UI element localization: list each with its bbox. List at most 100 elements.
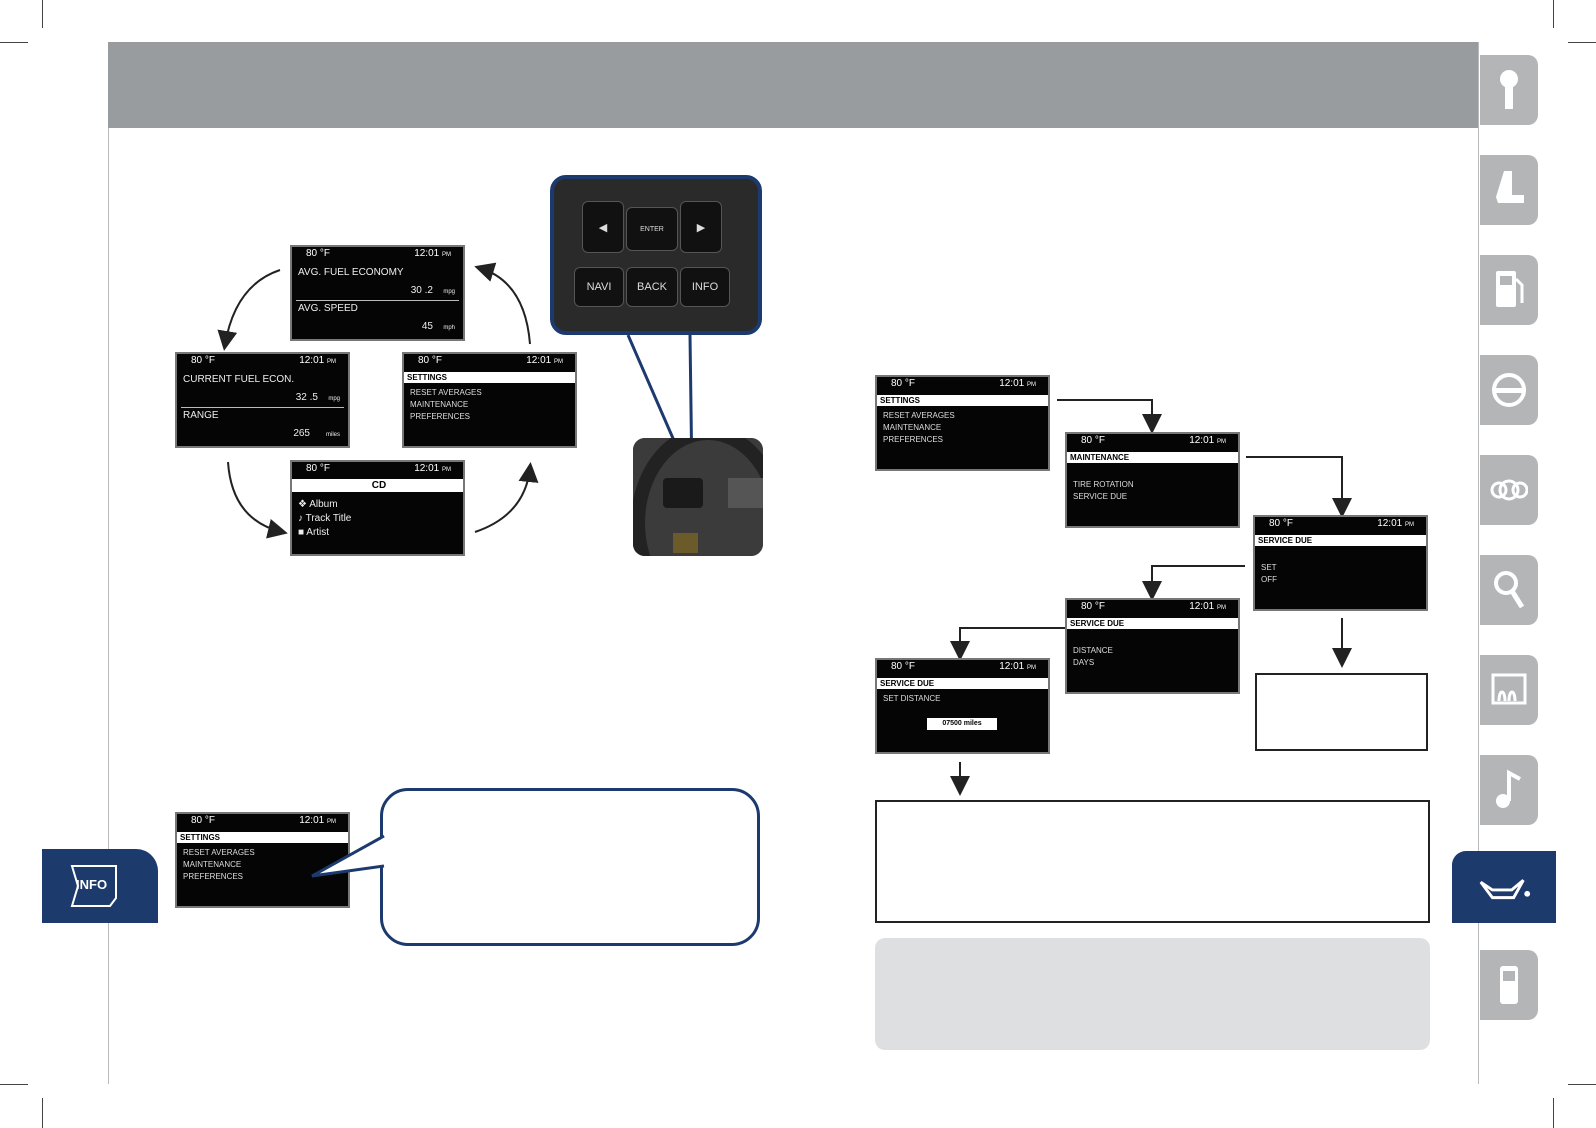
- menu-item-maintenance: MAINTENANCE: [883, 423, 942, 432]
- album-row: ❖ Album: [298, 499, 338, 510]
- tab-maintenance-active[interactable]: [1452, 851, 1556, 923]
- info-section-tab[interactable]: INFO: [42, 849, 158, 923]
- temperature-readout: 80 °F: [1269, 518, 1294, 529]
- clock-period: PM: [1027, 665, 1036, 671]
- current-fuel-economy-unit: mpg: [328, 396, 340, 402]
- info-tab-label: INFO: [76, 877, 108, 892]
- menu-item-preferences: PREFERENCES: [883, 435, 944, 444]
- avg-fuel-economy-unit: mpg: [443, 289, 455, 295]
- info-icon: INFO: [66, 864, 120, 908]
- tab-gauges[interactable]: [1480, 455, 1538, 525]
- tab-search[interactable]: [1480, 555, 1538, 625]
- temperature-readout: 80 °F: [306, 248, 331, 259]
- tab-climate[interactable]: [1480, 655, 1538, 725]
- oil-can-icon: [1479, 879, 1531, 900]
- distance-value: 07500 miles: [927, 718, 997, 730]
- key-icon: [1500, 70, 1518, 109]
- steering-controls-photo: ◀ ENTER ▶ NAVI BACK INFO: [550, 175, 762, 335]
- tab-key[interactable]: [1480, 55, 1538, 125]
- clock-readout: 12:01: [999, 661, 1025, 672]
- info-label: INFO: [691, 281, 719, 293]
- menu-title: MAINTENANCE: [1067, 452, 1238, 463]
- range-unit: miles: [325, 432, 340, 438]
- enter-button: ENTER: [626, 207, 678, 251]
- tab-fuel[interactable]: [1480, 255, 1538, 325]
- menu-item-tire-rotation: TIRE ROTATION: [1073, 480, 1134, 489]
- temperature-readout: 80 °F: [418, 355, 443, 366]
- clock-readout: 12:01: [299, 815, 325, 826]
- back-button: BACK: [626, 267, 678, 307]
- phone-icon: [1500, 966, 1518, 1004]
- music-note-icon: [1496, 769, 1521, 808]
- range-label: RANGE: [183, 410, 219, 421]
- clock-readout: 12:01: [414, 248, 440, 259]
- right-arrow-button: ▶: [680, 201, 722, 253]
- clock-readout: 12:01: [1189, 601, 1215, 612]
- clock-period: PM: [1217, 439, 1226, 445]
- tab-phone[interactable]: [1480, 950, 1538, 1020]
- avg-speed-unit: mph: [443, 325, 455, 331]
- page-header-band: [108, 42, 1478, 128]
- track-label: Track Title: [305, 513, 352, 524]
- crop-mark: [1568, 1084, 1596, 1085]
- divider: [296, 300, 459, 301]
- crop-mark: [42, 1098, 43, 1128]
- clock-period: PM: [442, 252, 451, 258]
- clock-period: PM: [1027, 382, 1036, 388]
- menu-title: SERVICE DUE: [1067, 618, 1238, 629]
- menu-item-reset-averages: RESET AVERAGES: [183, 848, 255, 857]
- clock-readout: 12:01: [1377, 518, 1403, 529]
- album-label: Album: [309, 499, 338, 510]
- menu-item-reset-averages: RESET AVERAGES: [410, 388, 482, 397]
- navi-button: NAVI: [574, 267, 624, 307]
- menu-item-off: OFF: [1261, 575, 1277, 584]
- clock-period: PM: [554, 359, 563, 365]
- clock-readout: 12:01: [414, 463, 440, 474]
- tab-seat[interactable]: [1480, 155, 1538, 225]
- magnifier-icon: [1494, 571, 1525, 609]
- fuel-pump-icon: [1496, 271, 1524, 307]
- info-button: INFO: [680, 267, 730, 307]
- temperature-readout: 80 °F: [1081, 601, 1106, 612]
- menu-title: SETTINGS: [404, 372, 575, 383]
- tab-steering[interactable]: [1480, 355, 1538, 425]
- menu-item-preferences: PREFERENCES: [183, 872, 244, 881]
- clock-readout: 12:01: [999, 378, 1025, 389]
- avg-fuel-economy-label: AVG. FUEL ECONOMY: [298, 267, 404, 278]
- crop-mark: [42, 0, 43, 28]
- page-margin-line: [108, 42, 109, 1084]
- avg-speed-value: 45: [421, 321, 433, 332]
- menu-item-service-due: SERVICE DUE: [1073, 492, 1128, 501]
- menu-item-reset-averages: RESET AVERAGES: [883, 411, 955, 420]
- temperature-readout: 80 °F: [891, 378, 916, 389]
- clock-period: PM: [327, 359, 336, 365]
- tip-box: [875, 938, 1430, 1050]
- menu-item-days: DAYS: [1073, 658, 1095, 667]
- off-result-box: [1255, 673, 1428, 751]
- steering-wheel-icon: [1492, 373, 1526, 407]
- current-fuel-economy-value: 32 .5: [295, 392, 318, 403]
- clock-period: PM: [1405, 522, 1414, 528]
- left-arrow-button: ◀: [582, 201, 624, 253]
- clock-readout: 12:01: [299, 355, 325, 366]
- tab-audio[interactable]: [1480, 755, 1538, 825]
- gauges-icon: [1490, 479, 1528, 501]
- temperature-readout: 80 °F: [191, 815, 216, 826]
- track-row: ♪ Track Title: [298, 513, 352, 524]
- temperature-readout: 80 °F: [891, 661, 916, 672]
- clock-period: PM: [442, 467, 451, 473]
- artist-row: ■ Artist: [298, 527, 330, 538]
- crop-mark: [1553, 1098, 1554, 1128]
- cd-title: CD: [292, 479, 463, 492]
- avg-speed-label: AVG. SPEED: [298, 303, 358, 314]
- climate-icon: [1491, 673, 1527, 705]
